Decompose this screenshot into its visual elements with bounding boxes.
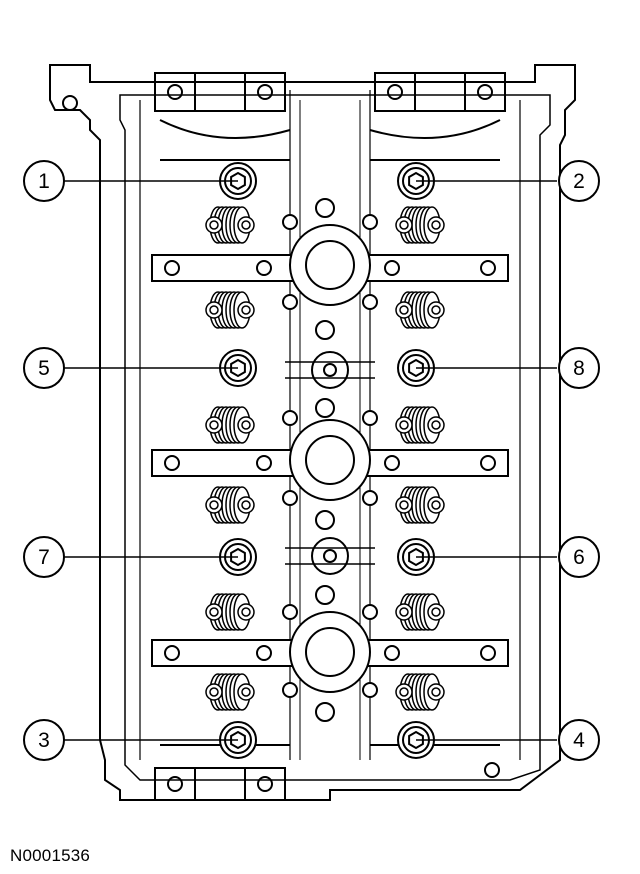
callout-6-label: 6 [573,546,585,569]
callout-3-label: 3 [38,729,50,752]
callout-8: 8 [558,347,600,389]
callout-1-label: 1 [38,170,50,193]
valve-spring [395,206,445,244]
figure-id: N0001536 [10,846,91,865]
valve-spring [395,406,445,444]
valve-spring [395,486,445,524]
callout-6: 6 [558,536,600,578]
valve-spring [395,291,445,329]
callout-2: 2 [558,160,600,202]
callout-3: 3 [23,719,65,761]
valve-springs [205,206,445,711]
bolt-sequence-callouts: 1 2 3 4 5 6 7 8 [23,160,600,761]
callout-1: 1 [23,160,65,202]
valve-spring [205,593,255,631]
callout-5: 5 [23,347,65,389]
callout-5-label: 5 [38,357,50,380]
valve-spring [205,206,255,244]
valve-spring [395,593,445,631]
callout-leaders [64,180,557,741]
camshaft-bearing-caps [151,198,509,722]
callout-7-label: 7 [38,546,50,569]
valve-spring [205,291,255,329]
callout-4-label: 4 [573,729,585,752]
callout-2-label: 2 [573,170,585,193]
head-bolts [219,162,435,759]
callout-4: 4 [558,719,600,761]
valve-spring [205,406,255,444]
callout-7: 7 [23,536,65,578]
valve-spring [395,673,445,711]
valve-spring [205,486,255,524]
callout-8-label: 8 [573,357,585,380]
valve-spring [205,673,255,711]
